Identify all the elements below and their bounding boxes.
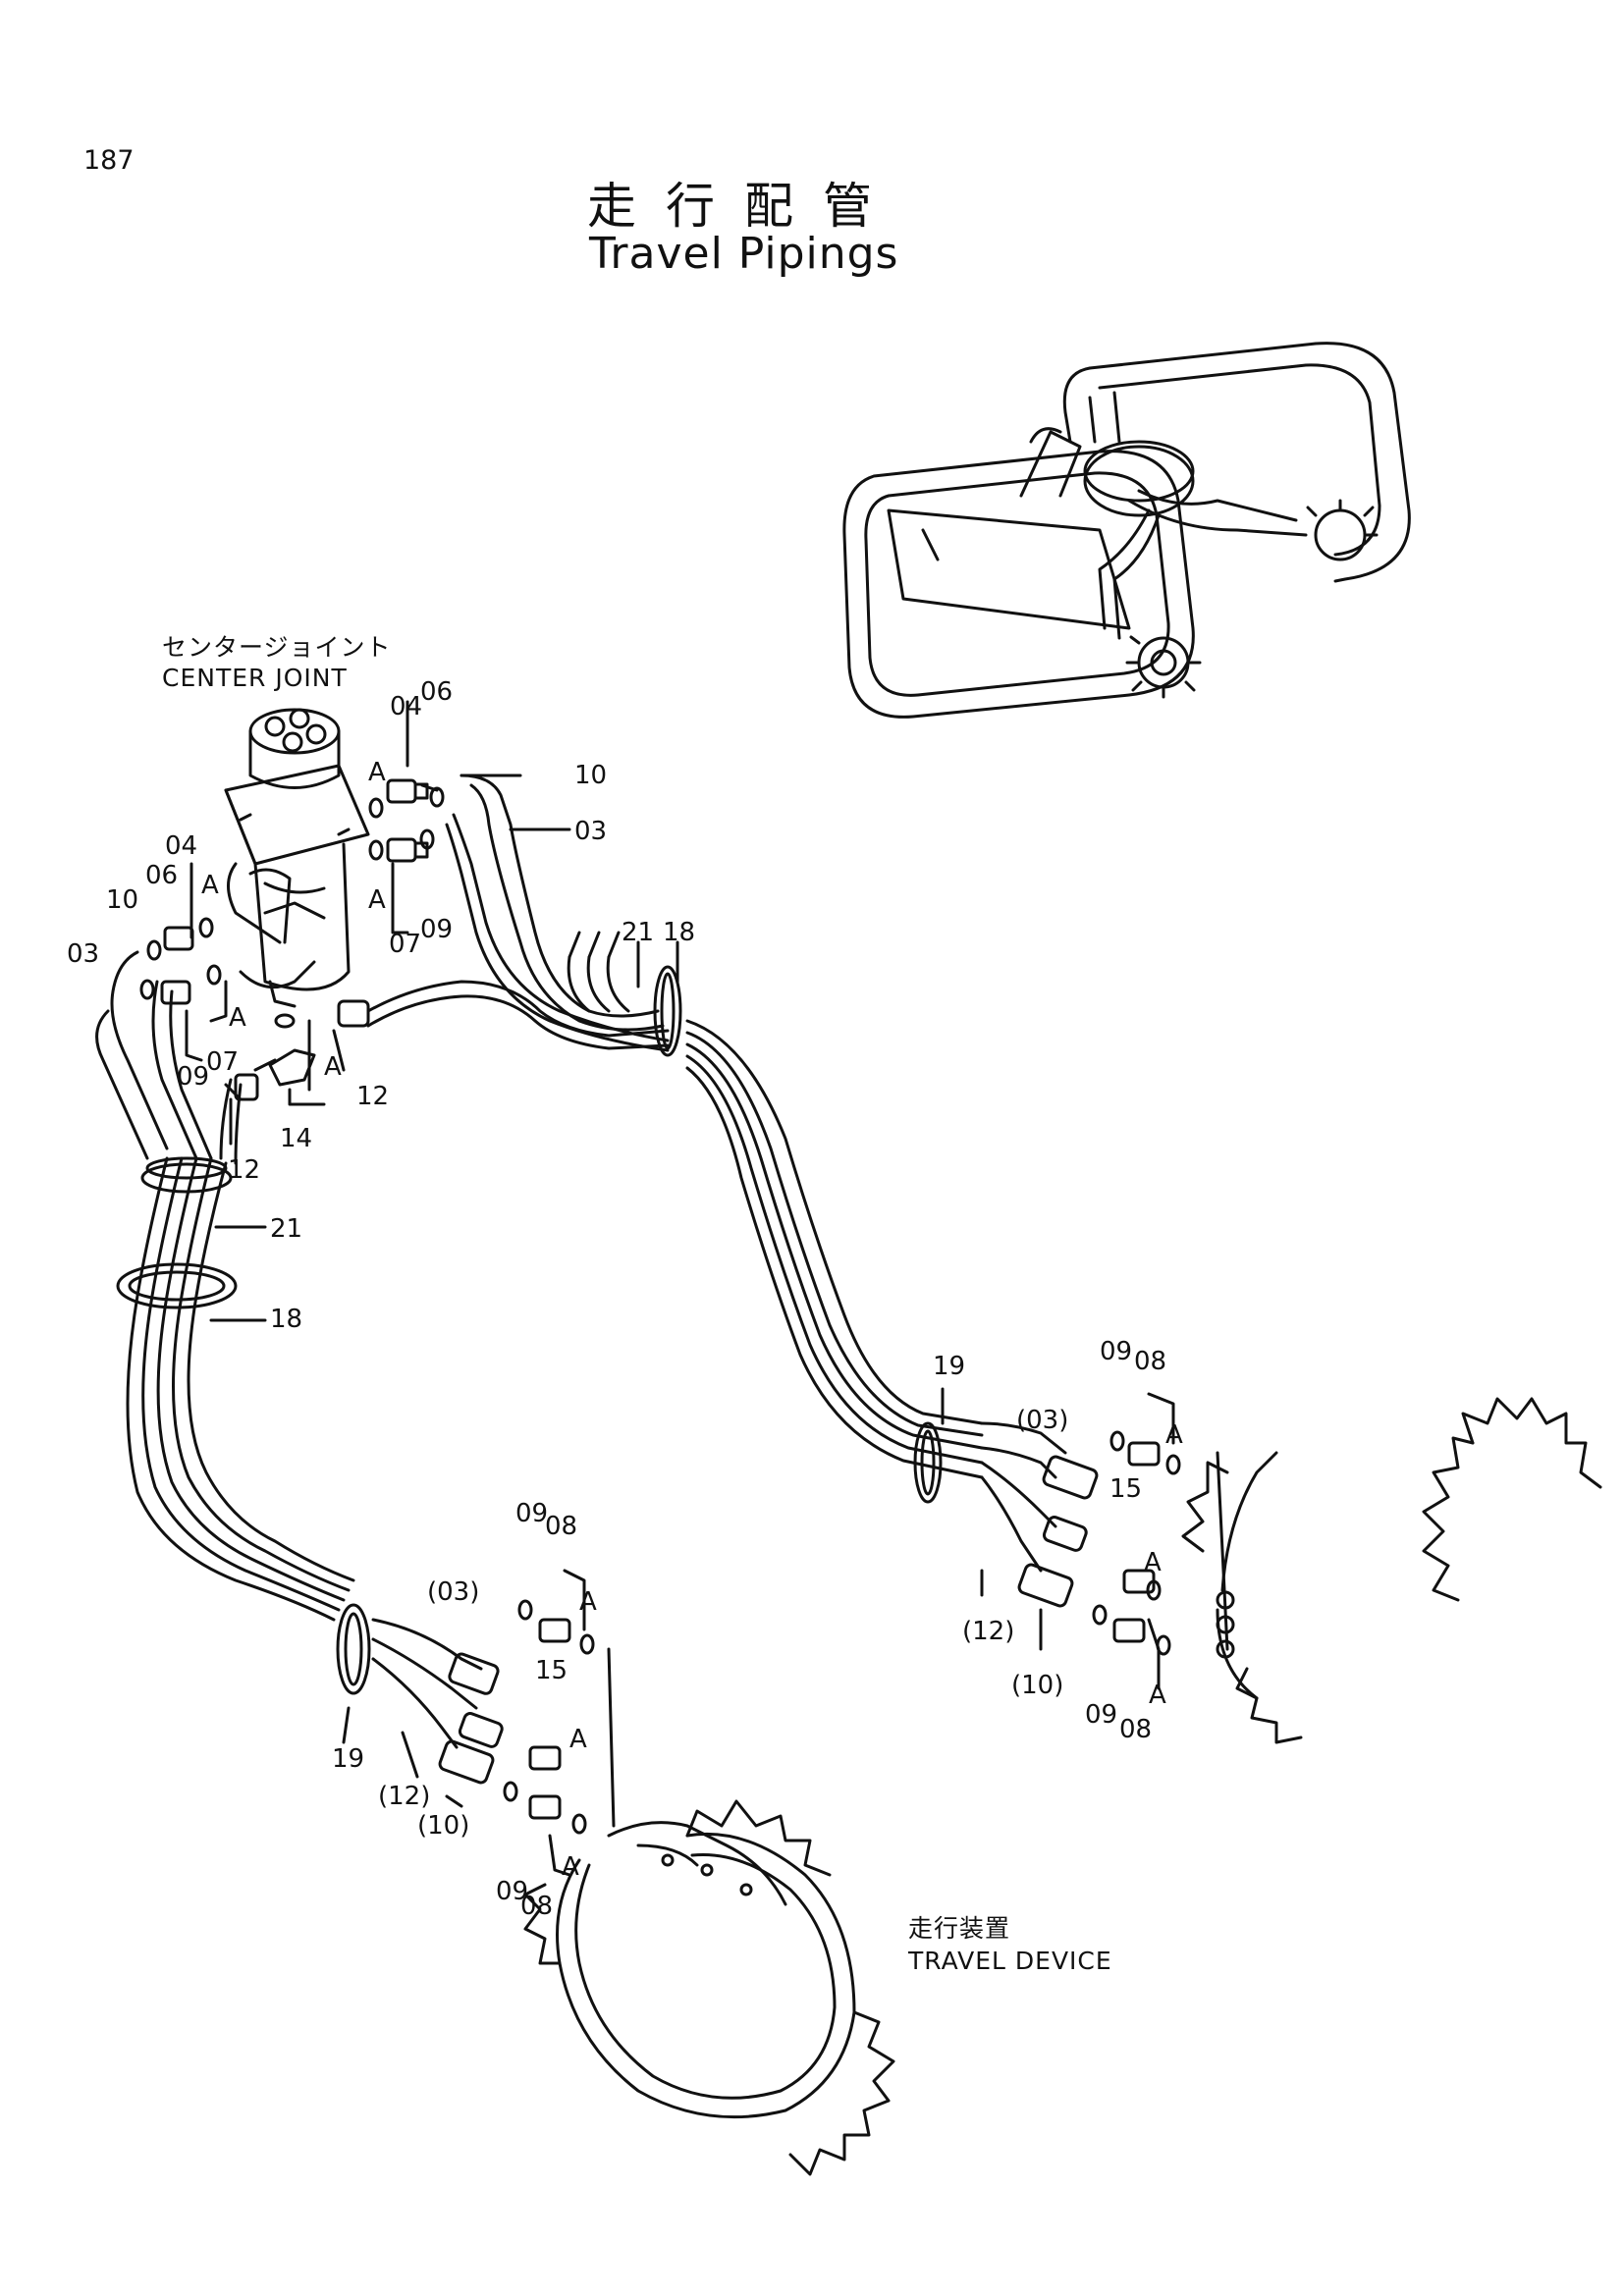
callout-label: (10) bbox=[1011, 1671, 1063, 1700]
callout-label: 15 bbox=[535, 1656, 568, 1685]
callout-label: A bbox=[562, 1852, 579, 1882]
callout-label: 21 bbox=[622, 918, 654, 947]
callout-label: A bbox=[324, 1052, 342, 1082]
callout-label: A bbox=[1149, 1681, 1166, 1710]
callout-label: (12) bbox=[962, 1617, 1014, 1646]
hose-bundle-right bbox=[366, 774, 1099, 1608]
travel-device-caption-japanese: 走行装置 bbox=[908, 1914, 1011, 1943]
callout-label: 09 bbox=[1100, 1337, 1132, 1366]
hose-bundle-left bbox=[95, 950, 504, 1785]
callout-label: 03 bbox=[574, 817, 607, 846]
undercarriage-overview-illustration bbox=[842, 342, 1411, 719]
title-japanese: 走行配管 bbox=[587, 178, 901, 235]
callout-label: A bbox=[1165, 1420, 1183, 1450]
callout-label: 09 bbox=[515, 1499, 548, 1528]
title-english: Travel Pipings bbox=[589, 229, 899, 279]
callout-label: 08 bbox=[1134, 1347, 1166, 1376]
callout-label: A bbox=[579, 1587, 597, 1617]
right-travel-device-illustration bbox=[1181, 1397, 1602, 1744]
callout-label: (03) bbox=[1016, 1406, 1068, 1435]
callout-label: 04 bbox=[165, 831, 197, 861]
left-travel-device-illustration bbox=[523, 1799, 895, 2176]
callout-label: A bbox=[368, 758, 386, 787]
callout-label: 19 bbox=[332, 1744, 364, 1774]
callout-label: 06 bbox=[420, 677, 453, 707]
callout-label: (10) bbox=[417, 1811, 469, 1841]
center-joint-caption-english: CENTER JOINT bbox=[162, 664, 348, 692]
callout-label: 04 bbox=[390, 692, 422, 721]
callout-label: 08 bbox=[520, 1892, 553, 1921]
callout-label: 10 bbox=[574, 761, 607, 790]
callout-label: 07 bbox=[206, 1047, 239, 1077]
callout-label: 15 bbox=[1109, 1474, 1142, 1504]
callout-label: A bbox=[1144, 1548, 1162, 1577]
callout-label: A bbox=[229, 1003, 246, 1033]
callout-label: (12) bbox=[378, 1782, 430, 1811]
callout-label: 18 bbox=[270, 1305, 302, 1334]
left-motor-fittings bbox=[503, 1599, 616, 1835]
callout-label: 10 bbox=[106, 885, 138, 915]
callout-label: (03) bbox=[427, 1577, 479, 1607]
callout-label: 21 bbox=[270, 1214, 302, 1244]
callout-label: 12 bbox=[356, 1082, 389, 1111]
callout-label: 09 bbox=[496, 1877, 528, 1906]
callout-label: 08 bbox=[545, 1512, 577, 1541]
callout-label: 14 bbox=[280, 1124, 312, 1153]
callout-label: 09 bbox=[420, 915, 453, 944]
travel-device-caption-english: TRAVEL DEVICE bbox=[908, 1947, 1112, 1975]
callout-label: 12 bbox=[228, 1155, 260, 1185]
callout-label: 07 bbox=[389, 930, 421, 959]
callout-label: 19 bbox=[933, 1352, 965, 1381]
callout-label: 03 bbox=[67, 939, 99, 969]
callout-label: A bbox=[368, 885, 386, 915]
callout-label: 09 bbox=[177, 1062, 209, 1092]
callout-label: A bbox=[201, 871, 219, 900]
page-number: 187 bbox=[83, 145, 135, 176]
leader-lines bbox=[185, 700, 1175, 1877]
callout-label: 06 bbox=[145, 861, 178, 890]
callout-label: A bbox=[569, 1725, 587, 1754]
callout-labels: 04 06 A 10 03 A 07 09 04 06 A 10 03 A 09… bbox=[67, 677, 1183, 1921]
callout-label: 08 bbox=[1119, 1715, 1152, 1744]
callout-label: 09 bbox=[1085, 1700, 1117, 1730]
center-joint-illustration bbox=[224, 708, 370, 1008]
center-joint-caption-japanese: センタージョイント bbox=[162, 633, 392, 662]
callout-label: 18 bbox=[663, 918, 695, 947]
